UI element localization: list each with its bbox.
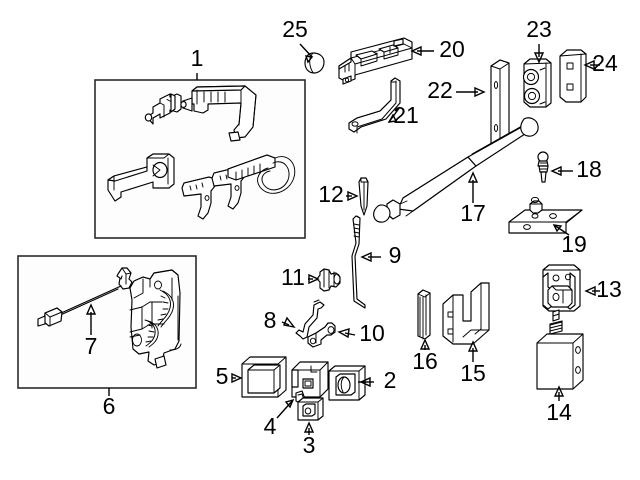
round-cap-plug <box>304 52 325 74</box>
handle-assembly-group-box <box>94 79 306 239</box>
callout-label-2: 2 <box>384 367 397 393</box>
callout-label-4: 4 <box>264 413 277 439</box>
callout-14: 14 <box>546 385 572 425</box>
callout-label-12: 12 <box>318 181 344 207</box>
callout-6: 6 <box>103 388 116 419</box>
callout-label-21: 21 <box>393 102 419 128</box>
callout-label-23: 23 <box>526 16 552 42</box>
window-switch-module <box>338 37 413 85</box>
callout-22: 22 <box>427 77 486 103</box>
connecting-rod-cable <box>37 267 133 327</box>
gas-strut-support <box>373 117 539 223</box>
callout-label-5: 5 <box>216 363 229 389</box>
hinge-bracket <box>442 282 490 345</box>
key-with-ring <box>227 154 296 194</box>
long-actuating-rod <box>351 215 366 309</box>
callout-label-11: 11 <box>281 264 305 290</box>
callout-1: 1 <box>191 45 204 80</box>
callout-label-18: 18 <box>576 156 602 182</box>
callout-11: 11 <box>281 264 320 290</box>
lock-cylinder <box>144 93 182 125</box>
callout-15: 15 <box>460 340 486 386</box>
callout-25: 25 <box>282 16 314 64</box>
flat-pad-plate <box>559 49 587 103</box>
callout-7: 7 <box>85 303 98 359</box>
callout-19: 19 <box>552 224 587 257</box>
outside-door-handle <box>180 85 257 142</box>
callout-label-10: 10 <box>359 320 385 346</box>
handle-bar <box>107 153 175 202</box>
callout-label-19: 19 <box>561 231 587 257</box>
callout-10: 10 <box>337 320 385 346</box>
callout-label-25: 25 <box>282 16 308 42</box>
curved-lever-arm <box>348 77 401 134</box>
callout-17: 17 <box>460 171 486 226</box>
callout-3: 3 <box>303 421 316 458</box>
lever-bracket <box>307 322 336 348</box>
callout-8: 8 <box>264 307 296 333</box>
door-latch-body <box>129 269 182 369</box>
callout-21: 21 <box>387 102 419 128</box>
callout-23: 23 <box>526 16 552 64</box>
callout-label-15: 15 <box>460 360 486 386</box>
callout-label-9: 9 <box>389 242 402 268</box>
callout-12: 12 <box>318 181 359 207</box>
callout-16: 16 <box>412 338 438 374</box>
roller-guide-block <box>522 58 552 108</box>
callout-label-8: 8 <box>264 307 277 333</box>
bent-link-rod <box>295 299 325 340</box>
callout-label-3: 3 <box>303 432 316 458</box>
callout-label-13: 13 <box>596 276 622 302</box>
callout-label-22: 22 <box>427 77 453 103</box>
rubber-grommet <box>316 268 341 292</box>
callout-label-6: 6 <box>103 393 116 419</box>
callout-13: 13 <box>584 276 622 302</box>
callout-label-1: 1 <box>191 45 204 71</box>
callout-9: 9 <box>360 242 402 268</box>
latch-assembly-group-box <box>17 255 197 389</box>
callout-20: 20 <box>410 36 465 62</box>
retaining-clip <box>358 177 369 216</box>
seal-strip <box>417 289 431 340</box>
callout-18: 18 <box>550 156 602 182</box>
striker-bracket <box>542 264 581 312</box>
ball-stud-pivot <box>537 151 549 183</box>
lock-actuator-motor <box>536 309 584 390</box>
callout-label-20: 20 <box>439 36 465 62</box>
callout-label-7: 7 <box>85 333 98 359</box>
mounting-plate <box>508 196 583 234</box>
callout-label-14: 14 <box>546 399 572 425</box>
trim-frame-gasket <box>241 356 287 398</box>
callout-4: 4 <box>264 398 295 439</box>
small-cap-plug <box>297 397 324 421</box>
callout-5: 5 <box>216 363 243 389</box>
lock-cover-bezel <box>328 365 366 401</box>
callout-label-16: 16 <box>412 348 438 374</box>
callout-24: 24 <box>583 50 618 76</box>
callout-2: 2 <box>358 367 396 393</box>
callout-label-17: 17 <box>460 200 486 226</box>
callout-label-24: 24 <box>592 50 618 76</box>
